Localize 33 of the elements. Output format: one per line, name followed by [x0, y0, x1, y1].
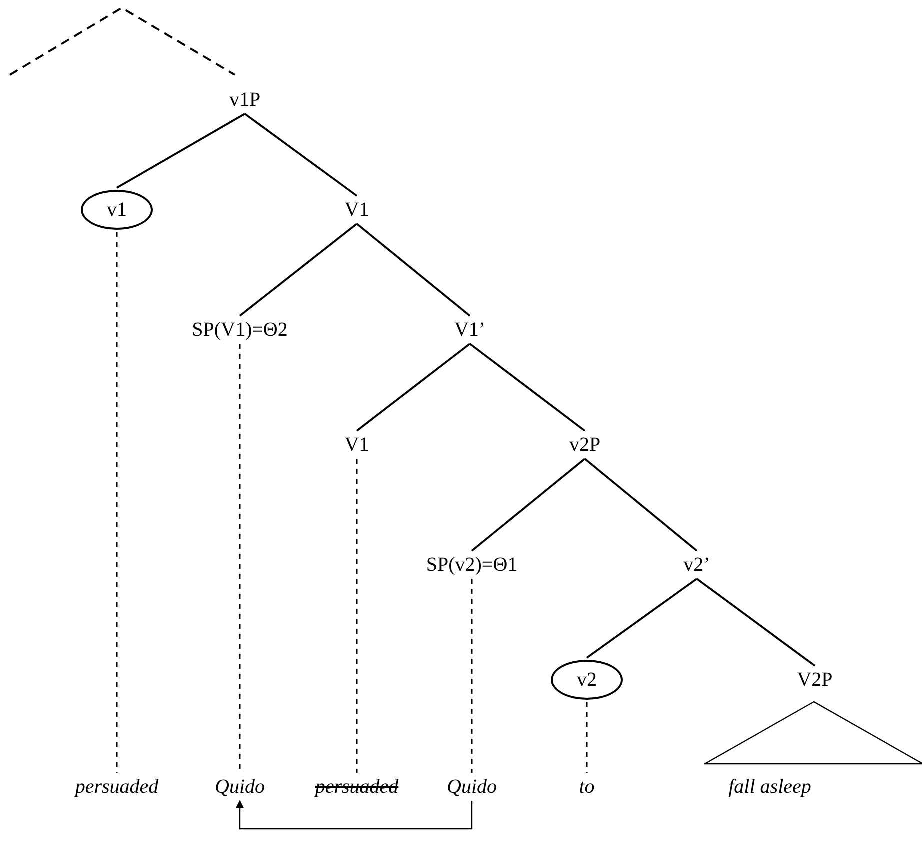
- tree-branch: [244, 113, 358, 197]
- head-ellipse: v1: [81, 190, 153, 230]
- node-label: V1: [344, 433, 370, 457]
- tree-branch: [469, 343, 586, 432]
- tree-branch: [586, 578, 698, 659]
- tree-branch: [116, 113, 246, 189]
- word-text: persuaded: [75, 775, 159, 799]
- node-label: v1P: [229, 88, 261, 112]
- word-text: to: [579, 775, 595, 799]
- tree-branch: [584, 458, 698, 552]
- node-label: V1’: [454, 318, 486, 342]
- word-text: fall asleep: [728, 775, 812, 799]
- tree-branch: [356, 343, 471, 432]
- node-label: V1: [344, 198, 370, 222]
- node-label: SP(V1)=Θ2: [192, 318, 288, 342]
- tree-branch: [471, 458, 586, 552]
- node-label: V2P: [797, 668, 833, 692]
- word-text: Quido: [447, 775, 497, 799]
- node-label: v2’: [684, 553, 710, 577]
- dashed-line: [356, 459, 358, 773]
- node-label: v2P: [569, 433, 601, 457]
- movement-arrow: [236, 800, 473, 830]
- word-text: Quido: [215, 775, 265, 799]
- dashed-line: [586, 702, 588, 773]
- tree-branch: [239, 223, 358, 317]
- tree-branch: [356, 223, 471, 317]
- head-ellipse: v2: [551, 660, 623, 700]
- deleted-word-text: persuaded: [315, 775, 399, 799]
- triangle-shape: [704, 701, 922, 765]
- tree-branch: [696, 578, 816, 667]
- dashed-line: [471, 579, 473, 773]
- node-label: SP(v2)=Θ1: [426, 553, 518, 577]
- dashed-line: [116, 232, 118, 773]
